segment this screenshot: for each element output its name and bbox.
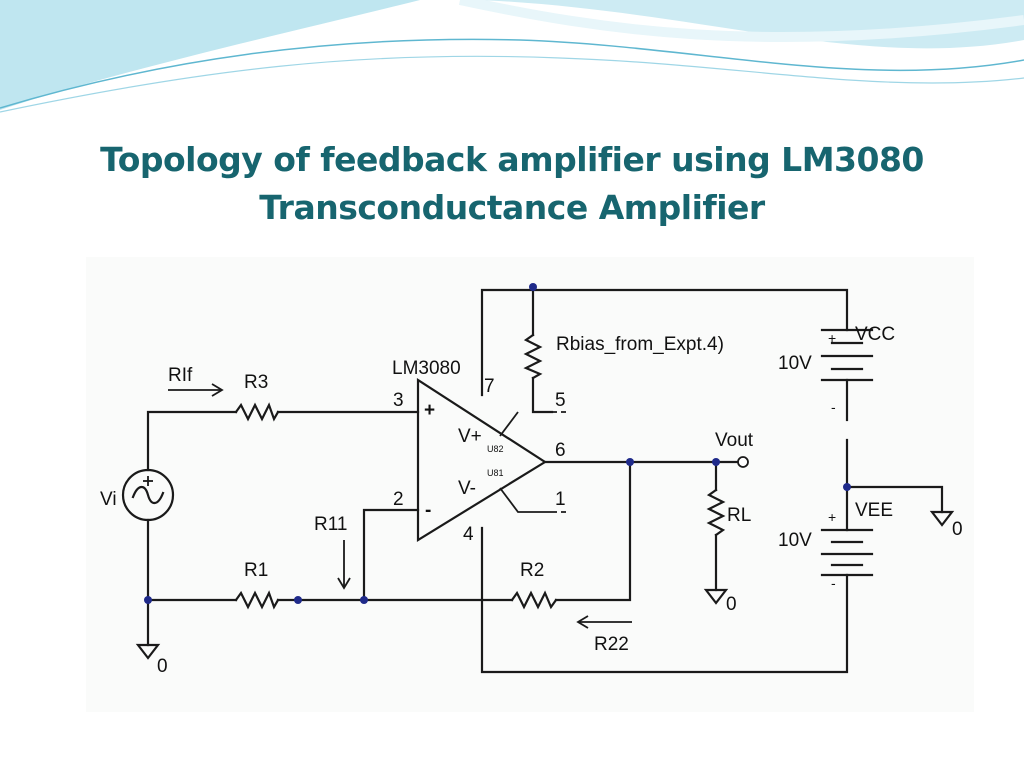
r3-label: R3 [244, 372, 268, 393]
rbias-label: Rbias_from_Expt.4) [556, 334, 724, 355]
r11-label: R11 [314, 514, 347, 535]
probe-arrow-rif [168, 383, 224, 397]
vee-value-label: 10V [778, 530, 812, 551]
pin-6-label: 6 [555, 440, 566, 461]
rl-label: RL [727, 505, 751, 526]
junction-dots [144, 283, 851, 604]
vee-label: VEE [855, 500, 893, 521]
schematic-panel [86, 257, 974, 712]
r2-label: R2 [520, 560, 544, 581]
opamp-plus-sign: + [424, 400, 435, 421]
resistor-r1 [234, 590, 280, 610]
resistor-r3 [234, 402, 280, 422]
title-line-1: Topology of feedback amplifier using LM3… [100, 140, 924, 179]
u82-label: U82 [487, 444, 504, 454]
vout-label: Vout [715, 430, 754, 451]
vcc-value-label: 10V [778, 353, 812, 374]
r22-label: R22 [594, 634, 629, 655]
pin-3-label: 3 [393, 390, 404, 411]
ground-label-rl: 0 [726, 594, 737, 615]
opamp-name-label: LM3080 [392, 358, 461, 379]
r1-label: R1 [244, 560, 268, 581]
resistor-rbias [523, 333, 543, 380]
opamp-minus-sign: - [425, 500, 431, 521]
pin-4-label: 4 [463, 524, 474, 545]
vcc-plus-sign: + [828, 330, 836, 346]
vi-label: Vi [100, 489, 117, 510]
header-wave-decoration [0, 0, 1024, 113]
probe-arrow-r22 [576, 615, 632, 629]
vminus-label: V- [458, 478, 476, 499]
pin-2-label: 2 [393, 489, 404, 510]
vi-source [121, 468, 175, 522]
vcc-battery [820, 328, 874, 382]
title-line-2: Transconductance Amplifier [259, 188, 765, 227]
slide-title: Topology of feedback amplifier using LM3… [40, 136, 984, 232]
vee-plus-sign: + [828, 509, 836, 525]
resistor-rl [706, 488, 726, 537]
ground-symbol-rl [703, 588, 729, 605]
vee-minus-sign: - [831, 575, 836, 591]
ground-symbol-vee [929, 510, 955, 527]
rif-label: RIf [168, 365, 193, 386]
vplus-label: V+ [458, 426, 482, 447]
pin-7-label: 7 [484, 376, 495, 397]
probe-arrow-r11 [337, 540, 351, 590]
ground-symbol-vi [135, 643, 161, 660]
u81-label: U81 [487, 468, 504, 478]
vout-terminal [737, 456, 749, 468]
opamp-triangle [416, 377, 548, 542]
ground-label-vee: 0 [952, 519, 963, 540]
vcc-minus-sign: - [831, 399, 836, 415]
ground-label-vi: 0 [157, 656, 168, 677]
pin-1-label: 1 [555, 489, 566, 510]
vee-battery [820, 528, 874, 577]
resistor-r2 [510, 590, 558, 610]
vcc-label: VCC [855, 324, 895, 345]
wires [146, 288, 944, 674]
pin-5-label: 5 [555, 390, 566, 411]
